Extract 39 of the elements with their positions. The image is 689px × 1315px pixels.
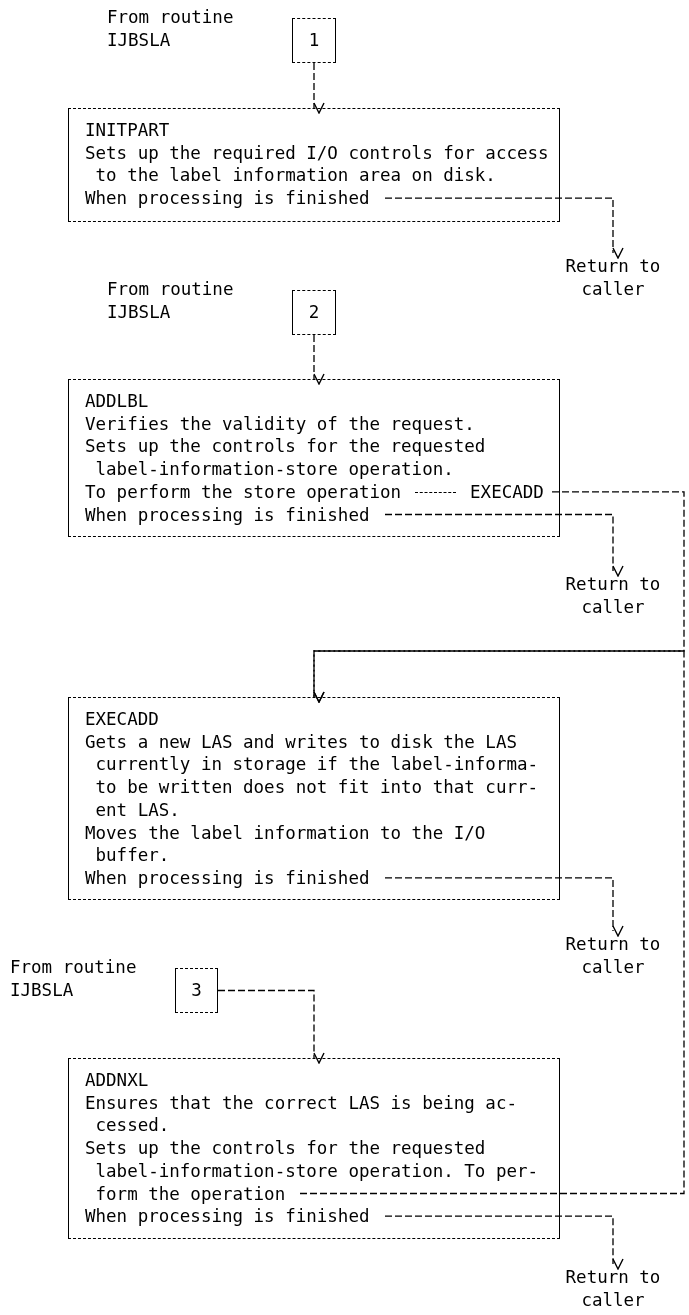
- return-label: Return to caller: [563, 1266, 663, 1312]
- connector-box: 2: [292, 290, 336, 335]
- connector-box: 3: [175, 968, 218, 1013]
- description-text: Sets up the controls for the requested label-information-store operation.: [85, 435, 487, 481]
- arrow: [313, 62, 325, 114]
- step-text: When processing is finished: [85, 1205, 371, 1228]
- description-text: Verifies the validity of the request.: [85, 412, 476, 436]
- arrow: [384, 197, 624, 259]
- step-text: When processing is finished: [85, 503, 371, 527]
- arrow: [313, 334, 325, 385]
- arrow: [299, 650, 685, 1195]
- description-text: Moves the label information to the I/O buffer.: [85, 821, 487, 867]
- step-text: When processing is finished: [85, 866, 371, 890]
- description-text: Gets a new LAS and writes to disk the LAS currently in storage if the label-informa- to be written does not fit into that curr- ent LAS.: [85, 730, 540, 822]
- connector-box: 1: [292, 18, 336, 63]
- arrow: [384, 513, 624, 577]
- arrow: [384, 1215, 624, 1270]
- process-box: [68, 108, 560, 222]
- routine-name: INITPART: [85, 119, 171, 142]
- arrow: [217, 989, 325, 1064]
- description-text: Sets up the controls for the requested label-information-store operation. To per- form the operation: [85, 1137, 540, 1206]
- step-text: To perform the store operation: [85, 480, 402, 504]
- source-label: From routine IJBSLA: [107, 6, 235, 52]
- return-label: Return to caller: [563, 573, 663, 619]
- routine-name: EXECADD: [470, 480, 544, 504]
- routine-name: ADDLBL: [85, 390, 150, 413]
- description-text: Ensures that the correct LAS is being ac- cessed.: [85, 1091, 518, 1138]
- return-label: Return to caller: [563, 933, 663, 979]
- routine-name: EXECADD: [85, 708, 160, 731]
- process-box: [68, 697, 560, 900]
- source-label: From routine IJBSLA: [10, 956, 138, 1002]
- arrow: [384, 877, 624, 937]
- description-text: Sets up the required I/O controls for access to the label information area on disk.: [85, 141, 550, 188]
- return-label: Return to caller: [563, 255, 663, 301]
- source-label: From routine IJBSLA: [107, 278, 235, 324]
- process-box: [68, 1058, 560, 1239]
- routine-name: ADDNXL: [85, 1069, 150, 1092]
- step-text: When processing is finished: [85, 187, 371, 210]
- process-box: [68, 379, 560, 537]
